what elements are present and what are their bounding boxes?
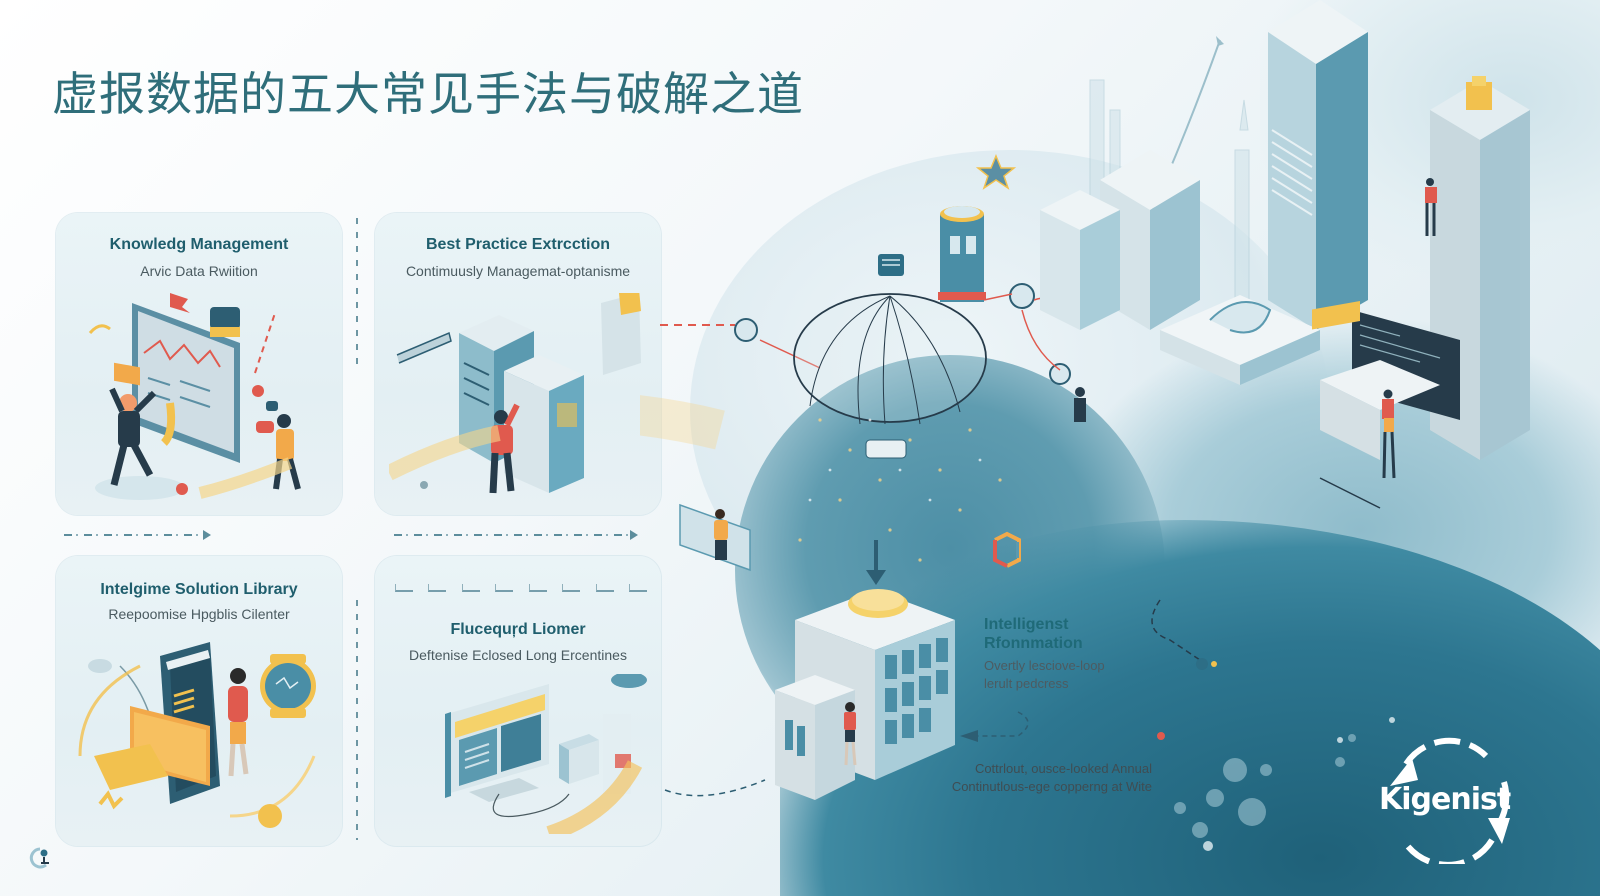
flow-connector (64, 534, 204, 536)
info-title-line: Intelligenst (984, 616, 1069, 633)
card-subtitle: Contimuusly Managemat-optanisme (405, 263, 631, 279)
card-solution-library: Intelgime Solution Library Reepoomise Hp… (56, 556, 342, 846)
card-subtitle: Arvic Data Rwiition (140, 263, 258, 279)
data-monitor-illustration (70, 293, 328, 505)
card-subtitle: Deftenise Eclosed Long Ercentines (409, 647, 627, 663)
info-title: Intelligenst Rfonnmation (984, 615, 1083, 653)
isometric-city-scene (640, 0, 1530, 851)
caption-line: Continutlous-ege copperng at Wite (951, 779, 1152, 794)
timeline-ticks (395, 584, 647, 596)
slide-title: 虚报数据的五大常见手法与破解之道 (52, 67, 804, 121)
card-knowledge-management: Knowledg Management Arvic Data Rwiition (56, 213, 342, 515)
card-subtitle: Reepoomise Hpgblis Cilenter (108, 606, 290, 622)
card-title: Knowledg Management (109, 236, 289, 253)
caption-line: Cottrlout, ousce-looked Annual (974, 761, 1152, 776)
card-best-practice: Best Practice Extrcction Contimuusly Man… (375, 213, 661, 515)
flow-connector-vertical (356, 600, 358, 840)
info-subtitle-line: lerult pedcress (984, 676, 1069, 691)
arrow-right-icon (630, 530, 638, 540)
card-title: Intelgime Solution Library (100, 581, 298, 598)
arrow-right-icon (203, 530, 211, 540)
info-title-line: Rfonnmation (984, 635, 1083, 652)
brand-logo-text: Kigenist (1379, 782, 1511, 817)
bottom-caption: Cottrlout, ousce-looked Annual Continutl… (912, 760, 1152, 796)
card-fluctuation: Flucequŗd Liomer Deftenise Eclosed Long … (375, 556, 661, 846)
book-stack-illustration (70, 636, 328, 836)
info-subtitle-line: Overtly lesciove-loop (984, 658, 1105, 673)
server-racks-illustration (389, 293, 647, 505)
monitor-files-illustration (389, 674, 647, 836)
cycle-arrows-icon (1390, 737, 1510, 864)
card-title: Flucequŗd Liomer (450, 621, 586, 638)
flow-connector (394, 534, 630, 536)
info-subtitle: Overtly lesciove-loop lerult pedcress (984, 657, 1105, 693)
corner-logo-icon (29, 847, 49, 869)
card-title: Best Practice Extrcction (425, 236, 611, 253)
flow-connector-vertical (356, 218, 358, 368)
